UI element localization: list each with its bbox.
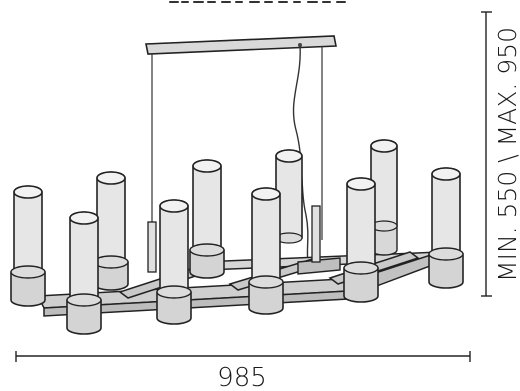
lamp (189, 159, 225, 279)
center-hub (297, 257, 341, 275)
canopy-cable-entry (298, 43, 302, 47)
lamp (93, 171, 129, 291)
lamp (370, 139, 398, 256)
height-dimension-line (481, 11, 492, 297)
center-post (311, 205, 321, 263)
width-dimension-label: 985 (217, 363, 267, 391)
height-dimension-label: MIN. 550 \ MAX. 950 (493, 27, 520, 282)
lamp (248, 187, 284, 315)
lamp (10, 185, 46, 307)
top-clipped-text (160, 0, 360, 5)
lamp (156, 199, 192, 325)
ceiling-canopy (145, 35, 337, 55)
left-post (147, 221, 157, 273)
lamp (343, 177, 379, 303)
lamp (428, 167, 464, 289)
lamp (66, 211, 102, 335)
lamp (275, 149, 303, 244)
width-dimension-line (15, 351, 471, 362)
